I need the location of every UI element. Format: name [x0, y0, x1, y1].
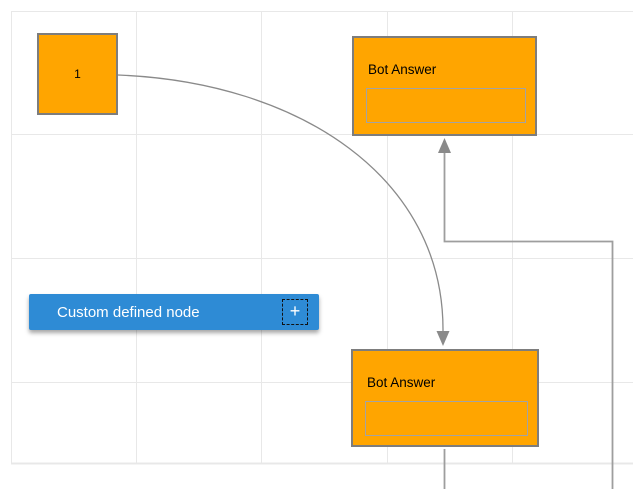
plus-icon: + — [289, 301, 301, 321]
grid-lines — [11, 11, 633, 465]
bot-answer-top-node[interactable]: Bot Answer — [352, 36, 537, 136]
bot-answer-input[interactable] — [366, 88, 526, 123]
custom-defined-node[interactable]: Custom defined node + — [29, 294, 319, 330]
plus-icon-marquee[interactable]: + — [282, 299, 308, 325]
bot-answer-input[interactable] — [365, 401, 528, 436]
arrowhead-down — [436, 331, 450, 346]
arrowhead-up — [438, 138, 451, 153]
orthogonal-connector[interactable] — [443, 153, 614, 489]
curved-connector[interactable] — [117, 74, 444, 332]
node-1-label: 1 — [74, 67, 81, 81]
bot-answer-title: Bot Answer — [367, 375, 436, 390]
node-1[interactable]: 1 — [37, 33, 118, 115]
bot-answer-bottom-node[interactable]: Bot Answer — [351, 349, 539, 447]
custom-node-label: Custom defined node — [57, 303, 200, 321]
bot-answer-title: Bot Answer — [368, 62, 437, 77]
